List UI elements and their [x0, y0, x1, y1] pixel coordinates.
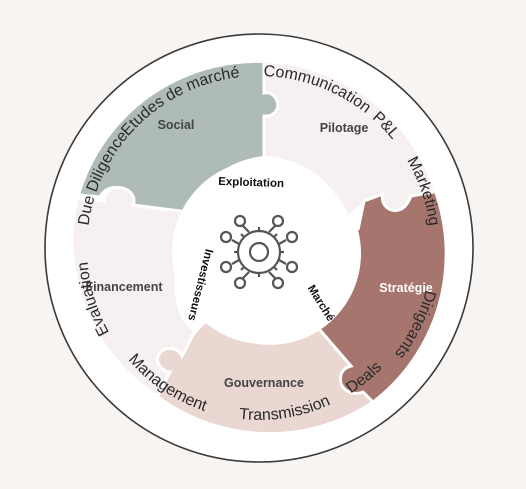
segment-label-strategie: Stratégie — [379, 281, 433, 295]
segment-dividers — [79, 63, 435, 403]
segment-strategie — [320, 192, 445, 401]
segment-label-gouvernance: Gouvernance — [224, 376, 304, 390]
segment-label-financement: Financement — [85, 280, 163, 294]
center-hub — [172, 160, 356, 344]
gears-network-icon — [219, 214, 299, 290]
segment-financement — [73, 187, 194, 395]
puzzle-segments — [73, 62, 445, 433]
segment-label-pilotage: Pilotage — [320, 121, 369, 135]
segment-pilotage — [264, 63, 434, 216]
inner-label-exploitation: Exploitation — [218, 176, 284, 190]
segment-label-social: Social — [158, 118, 195, 132]
segment-social — [80, 62, 278, 213]
segment-gouvernance — [157, 320, 372, 433]
